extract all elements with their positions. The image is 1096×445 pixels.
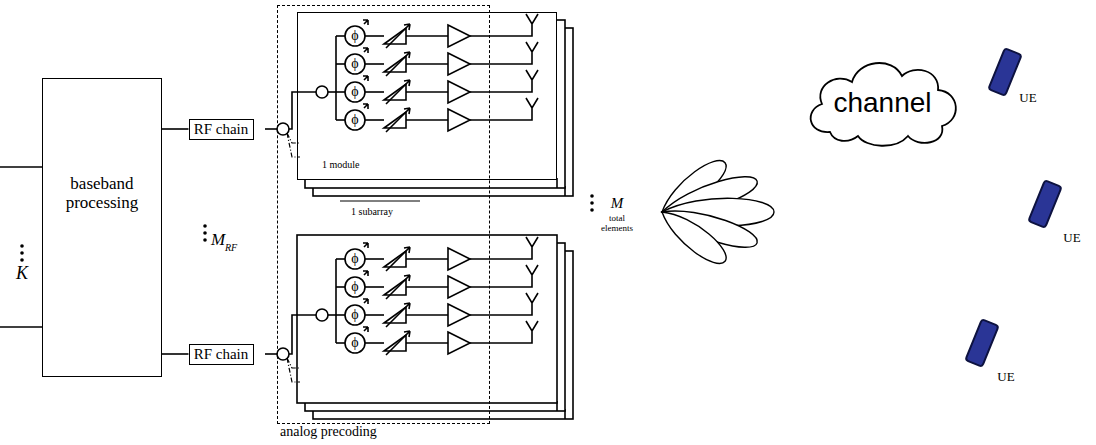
- phase-symbol: ϕ: [351, 251, 358, 266]
- rf-path: [336, 14, 538, 48]
- hidden-feed: [287, 358, 300, 368]
- box-label: RF chain: [194, 121, 249, 138]
- connector: [162, 128, 189, 130]
- antenna: [470, 98, 538, 120]
- count-symbol: M: [211, 231, 225, 250]
- subarray-bracket: [340, 201, 420, 202]
- amplifier: [448, 25, 470, 47]
- ue-label: UE: [1019, 91, 1036, 105]
- ue-device: [1028, 180, 1061, 228]
- box-label: baseband processing: [43, 175, 161, 212]
- phase-shifter: [345, 333, 365, 353]
- phase-symbol: ϕ: [351, 56, 358, 71]
- antenna: [470, 321, 538, 343]
- phase-shifter: [345, 110, 365, 130]
- cloud-label: channel: [833, 88, 931, 119]
- antenna: [470, 265, 538, 287]
- rf-path: [336, 42, 538, 76]
- ellipsis-dot: [203, 231, 207, 235]
- ue-device: [965, 319, 998, 367]
- tuning-arrow: [363, 20, 368, 25]
- module-plate: [297, 12, 557, 180]
- channel-cloud: channel: [800, 52, 965, 150]
- antenna: [470, 14, 538, 36]
- module-plate: [297, 235, 557, 403]
- count-symbol: M: [611, 195, 624, 212]
- subarray-label: 1 subarray: [351, 206, 393, 217]
- ue-label: UE: [997, 370, 1014, 384]
- antenna: [470, 293, 538, 315]
- phase-symbol: ϕ: [351, 307, 358, 322]
- amplifier: [448, 248, 470, 270]
- ellipsis-dot: [590, 194, 594, 198]
- box-label: 1 module: [322, 159, 360, 170]
- tuning-arrow: [363, 271, 368, 276]
- connector: [162, 353, 189, 355]
- rf-chain-box: RF chain: [189, 119, 254, 140]
- element-label: total elements: [595, 214, 639, 234]
- splitter: [316, 309, 328, 321]
- processing-box: baseband processing: [42, 78, 162, 377]
- tuning-arrow: [363, 104, 368, 109]
- phase-symbol: ϕ: [351, 28, 358, 43]
- beam-lobe: [655, 203, 732, 271]
- amplifier: [448, 81, 470, 103]
- rf-chain-box: RF chain: [189, 344, 254, 365]
- ellipsis-dot: [20, 258, 24, 262]
- tuning-arrow: [363, 48, 368, 53]
- antenna: [470, 42, 538, 64]
- antenna: [470, 70, 538, 92]
- subscript: RF: [225, 242, 237, 253]
- ellipsis-dot: [203, 224, 207, 228]
- amplifier: [448, 53, 470, 75]
- ellipsis-dot: [590, 201, 594, 205]
- rf-path: [336, 321, 538, 355]
- tuning-arrow: [363, 76, 368, 81]
- box-label: RF chain: [194, 346, 249, 363]
- amplifier: [448, 304, 470, 326]
- module-box: 1 module: [297, 12, 557, 180]
- count-symbol: K: [16, 264, 28, 284]
- phase-shifter: [345, 54, 365, 74]
- input-line: [0, 326, 42, 328]
- splitter: [316, 86, 328, 98]
- region-label: analog precoding: [280, 424, 377, 439]
- tuning-arrow: [363, 327, 368, 332]
- rf-path: [336, 70, 538, 104]
- input-line: [0, 166, 42, 168]
- phase-shifter: [345, 249, 365, 269]
- hidden-feed: [287, 133, 300, 143]
- phase-shifter: [345, 277, 365, 297]
- feed-line: [289, 315, 316, 354]
- phase-shifter: [345, 26, 365, 46]
- phase-symbol: ϕ: [351, 112, 358, 127]
- ellipsis-dot: [20, 244, 24, 248]
- tuning-arrow: [363, 243, 368, 248]
- ue-label: UE: [1063, 231, 1080, 245]
- ue-device: [988, 48, 1021, 96]
- phase-symbol: ϕ: [351, 335, 358, 350]
- phase-symbol: ϕ: [351, 279, 358, 294]
- rf-path: [336, 98, 538, 132]
- amplifier: [448, 332, 470, 354]
- phase-shifter: [345, 305, 365, 325]
- feed-line: [289, 92, 316, 129]
- tuning-arrow: [363, 299, 368, 304]
- ellipsis-dot: [20, 251, 24, 255]
- hidden-feed: [287, 133, 300, 157]
- ellipsis-dot: [203, 238, 207, 242]
- antenna: [470, 237, 538, 259]
- phase-shifter: [345, 82, 365, 102]
- amplifier: [448, 109, 470, 131]
- rf-path: [336, 293, 538, 327]
- ellipsis-dot: [590, 208, 594, 212]
- amplifier: [448, 276, 470, 298]
- rf-path: [336, 265, 538, 299]
- phase-symbol: ϕ: [351, 84, 358, 99]
- hidden-feed: [287, 358, 300, 382]
- rf-path: [336, 237, 538, 271]
